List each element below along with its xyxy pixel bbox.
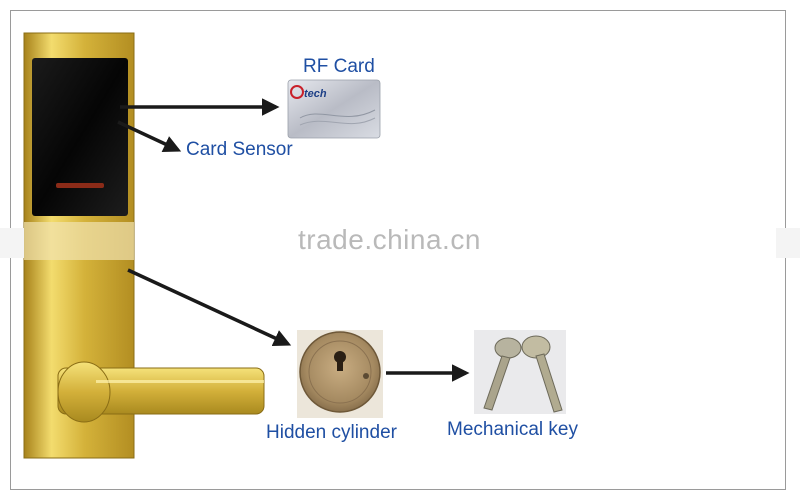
left-edge-blur	[0, 228, 24, 258]
card-sensor-label: Card Sensor	[186, 139, 293, 160]
rf-card-image: tech	[287, 79, 381, 139]
arrow-to-card-sensor	[117, 120, 182, 153]
door-handle	[57, 361, 265, 423]
hidden-cylinder-label: Hidden cylinder	[266, 422, 397, 443]
sensor-led-strip	[56, 183, 104, 188]
plate-blur-band	[24, 222, 134, 260]
hidden-cylinder-image	[297, 330, 383, 418]
arrows	[117, 98, 470, 382]
watermark: trade.china.cn	[298, 224, 481, 255]
key-icon-left	[483, 337, 522, 411]
mechanical-key-label: Mechanical key	[447, 419, 578, 440]
rf-card-logo-icon	[290, 85, 304, 99]
rf-card-label: RF Card	[303, 56, 375, 77]
key-icon-right	[521, 335, 563, 413]
right-edge-blur	[776, 228, 800, 258]
rf-card-logo-text: tech	[304, 88, 327, 100]
door-lock	[23, 32, 265, 459]
mechanical-key-image	[474, 330, 566, 414]
arrow-to-hidden-cylinder	[127, 268, 292, 347]
card-reader-panel	[32, 58, 128, 216]
